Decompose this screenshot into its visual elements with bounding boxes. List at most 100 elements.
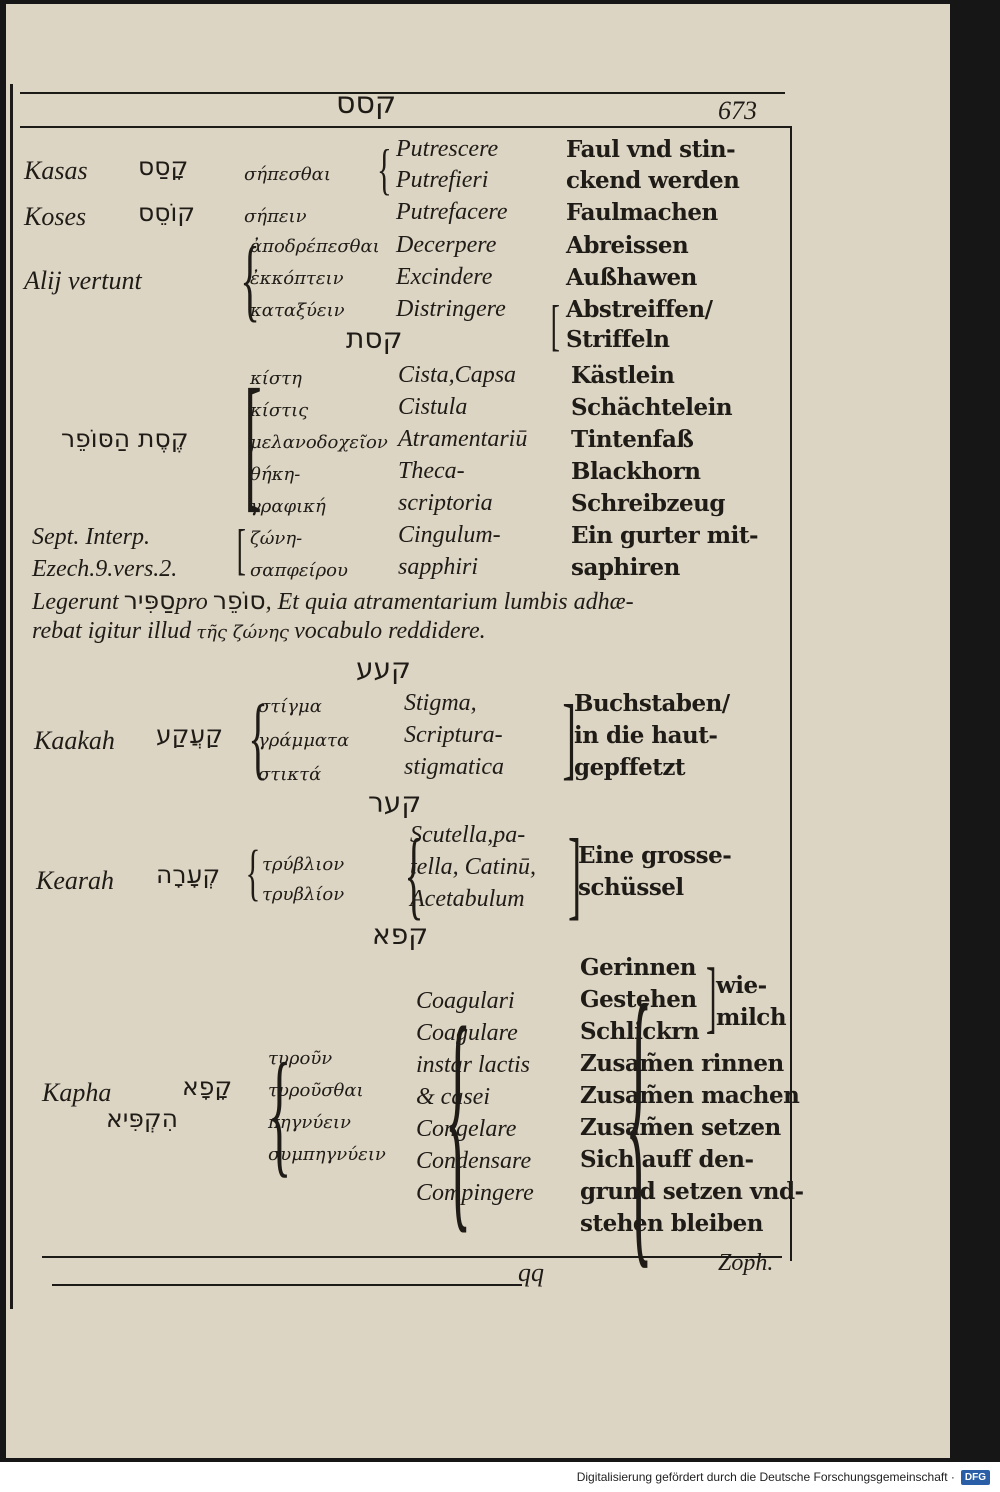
german-keset-1: Kästlein [571,362,675,389]
german-kapha-8: grund setzen vnd- [580,1178,804,1205]
greek-kearah-2: τρυβλίον [262,884,345,905]
brace: ] [567,818,582,929]
german-kapha-5: Zusam̃en machen [580,1082,800,1109]
section-heading-kearah: קער [368,786,422,819]
legerunt-hebrew-2: סוֹפֵר [212,586,266,615]
page-number: 673 [718,96,757,125]
greek-kapha-4: συμπηγνύειν [268,1144,386,1165]
entry-name-kearah: Kearah [36,866,114,895]
latin-keset-1: Cista,Capsa [398,362,517,388]
latin-kapha-7: Compingere [416,1180,534,1206]
latin-kasas-1: Putrescere [396,136,499,162]
german-kearah-1: Eine grosse- [578,842,732,869]
header-rule-lower [20,126,792,128]
latin-koses: Putrefacere [396,199,508,225]
latin-alij-1: Decerpere [396,232,497,258]
greek-kaakah-3: στικτά [258,764,322,785]
hebrew-kearah: קְעָרָה [156,860,221,889]
dfg-logo: DFG [960,1469,990,1485]
footer-rule-lower [52,1284,522,1286]
greek-kasas: σήπεσθαι [244,164,331,185]
greek-alij-2: ἐκκόπτειν [250,268,344,289]
latin-keset-5: scriptoria [398,490,493,516]
brace: { [245,839,261,907]
greek-kapha-2: τυροῦσθαι [268,1080,364,1101]
hebrew-keset: קֶסֶת הַסּוֹפֵר [61,424,189,453]
german-keset-2: Schächtelein [571,394,733,421]
latin-kapha-2: Coagulare [416,1020,518,1046]
brace: { [267,1035,292,1190]
brace: { [444,977,472,1254]
brace: { [240,228,261,330]
legerunt-line2b: vocabulo reddidere. [294,618,486,644]
latin-sept-1: Cingulum- [398,522,501,548]
german-koses: Faulmachen [566,199,718,226]
sept-label: Sept. Interp. [32,524,150,550]
latin-kaakah-3: stigmatica [404,754,504,780]
latin-kasas-2: Putrefieri [396,167,489,193]
entry-name-alij: Alij vertunt [24,266,142,295]
hebrew-kaakah: קַעֲקַע [156,720,224,749]
legerunt-line-2: rebat igitur illud τῆς ζώνης vocabulo re… [32,618,486,645]
german-kapha-6: Zusam̃en setzen [580,1114,781,1141]
header-rule [20,92,785,94]
latin-kearah-2: tella, Catinū, [410,854,536,880]
german-alij-2: Außhawen [566,264,697,291]
german-kapha-7: Sich auff den- [580,1146,754,1173]
hebrew-koses: קוֹסֵס [138,198,195,227]
credit-text: Digitalisierung gefördert durch die Deut… [576,1470,955,1484]
latin-keset-3: Atramentariū [398,426,528,452]
legerunt-line-1: Legerunt סַפִּירpro סוֹפֵר, Et quia atra… [32,586,634,616]
greek-alij-1: ἀποδρέπεσθαι [250,236,380,257]
page-frame-right [790,126,792,1261]
footer-rule [42,1256,782,1258]
german-kapha-9: stehen bleiben [580,1210,763,1237]
latin-kearah-1: Scutella,pa- [410,822,526,848]
hebrew-kapha-1: קָפָא [182,1072,233,1101]
greek-sept-2: σαπφείρου [250,560,348,581]
latin-kaakah-2: Scriptura- [404,722,503,748]
greek-kearah-1: τρύβλιον [262,854,345,875]
latin-keset-4: Theca- [398,458,465,484]
greek-kaakah-2: γράμματα [258,730,350,751]
brace: ] [705,953,717,1041]
german-kaakah-3: gepffetzt [574,754,686,781]
german-kapha-side-1: wie- [716,972,767,999]
german-kapha-2: Gestehen [580,986,697,1013]
german-keset-5: Schreibzeug [571,490,725,517]
catchword: Zoph. [718,1250,774,1276]
latin-alij-3: Distringere [396,296,506,322]
latin-kapha-5: Congelare [416,1116,517,1142]
latin-kaakah-1: Stigma, [404,690,477,716]
latin-kapha-1: Coagulari [416,988,515,1014]
section-heading-kapha: קפא [372,918,429,951]
latin-kapha-3: instar lactis [416,1052,531,1078]
german-kearah-2: schüssel [578,874,684,901]
section-heading-kaakah: קעע [356,652,411,685]
brace: { [404,818,424,929]
brace: ] [562,686,577,788]
legerunt-pro: pro [175,589,208,615]
greek-kapha-3: πηγνύειν [268,1112,351,1133]
greek-kapha-1: τυροῦν [268,1048,333,1069]
german-sept-1: Ein gurter mit- [571,522,759,549]
german-kapha-side-2: milch [716,1004,787,1031]
entry-name-kapha: Kapha [42,1078,112,1107]
legerunt-hebrew-1: סַפִּיר [123,586,176,615]
german-kapha-1: Gerinnen [580,954,696,981]
german-kapha-4: Zusam̃en rinnen [580,1050,784,1077]
german-kasas-2: ckend werden [566,167,740,194]
latin-kearah-3: Acetabulum [410,886,525,912]
german-sept-2: saphiren [571,554,680,581]
latin-kapha-6: Condensare [416,1148,532,1174]
legerunt-word: Legerunt [32,589,119,615]
german-alij-1: Abreissen [566,232,689,259]
german-keset-4: Blackhorn [571,458,701,485]
greek-koses: σήπειν [244,206,307,227]
greek-keset-2: κίστις [250,400,309,421]
legerunt-rest: , Et quia atramentarium lumbis adhæ- [265,589,634,615]
entry-name-kasas: Kasas [24,156,88,185]
greek-alij-3: καταξύειν [250,300,345,321]
hebrew-kasas: קָסַס [138,152,189,181]
brace: [ [236,519,246,581]
